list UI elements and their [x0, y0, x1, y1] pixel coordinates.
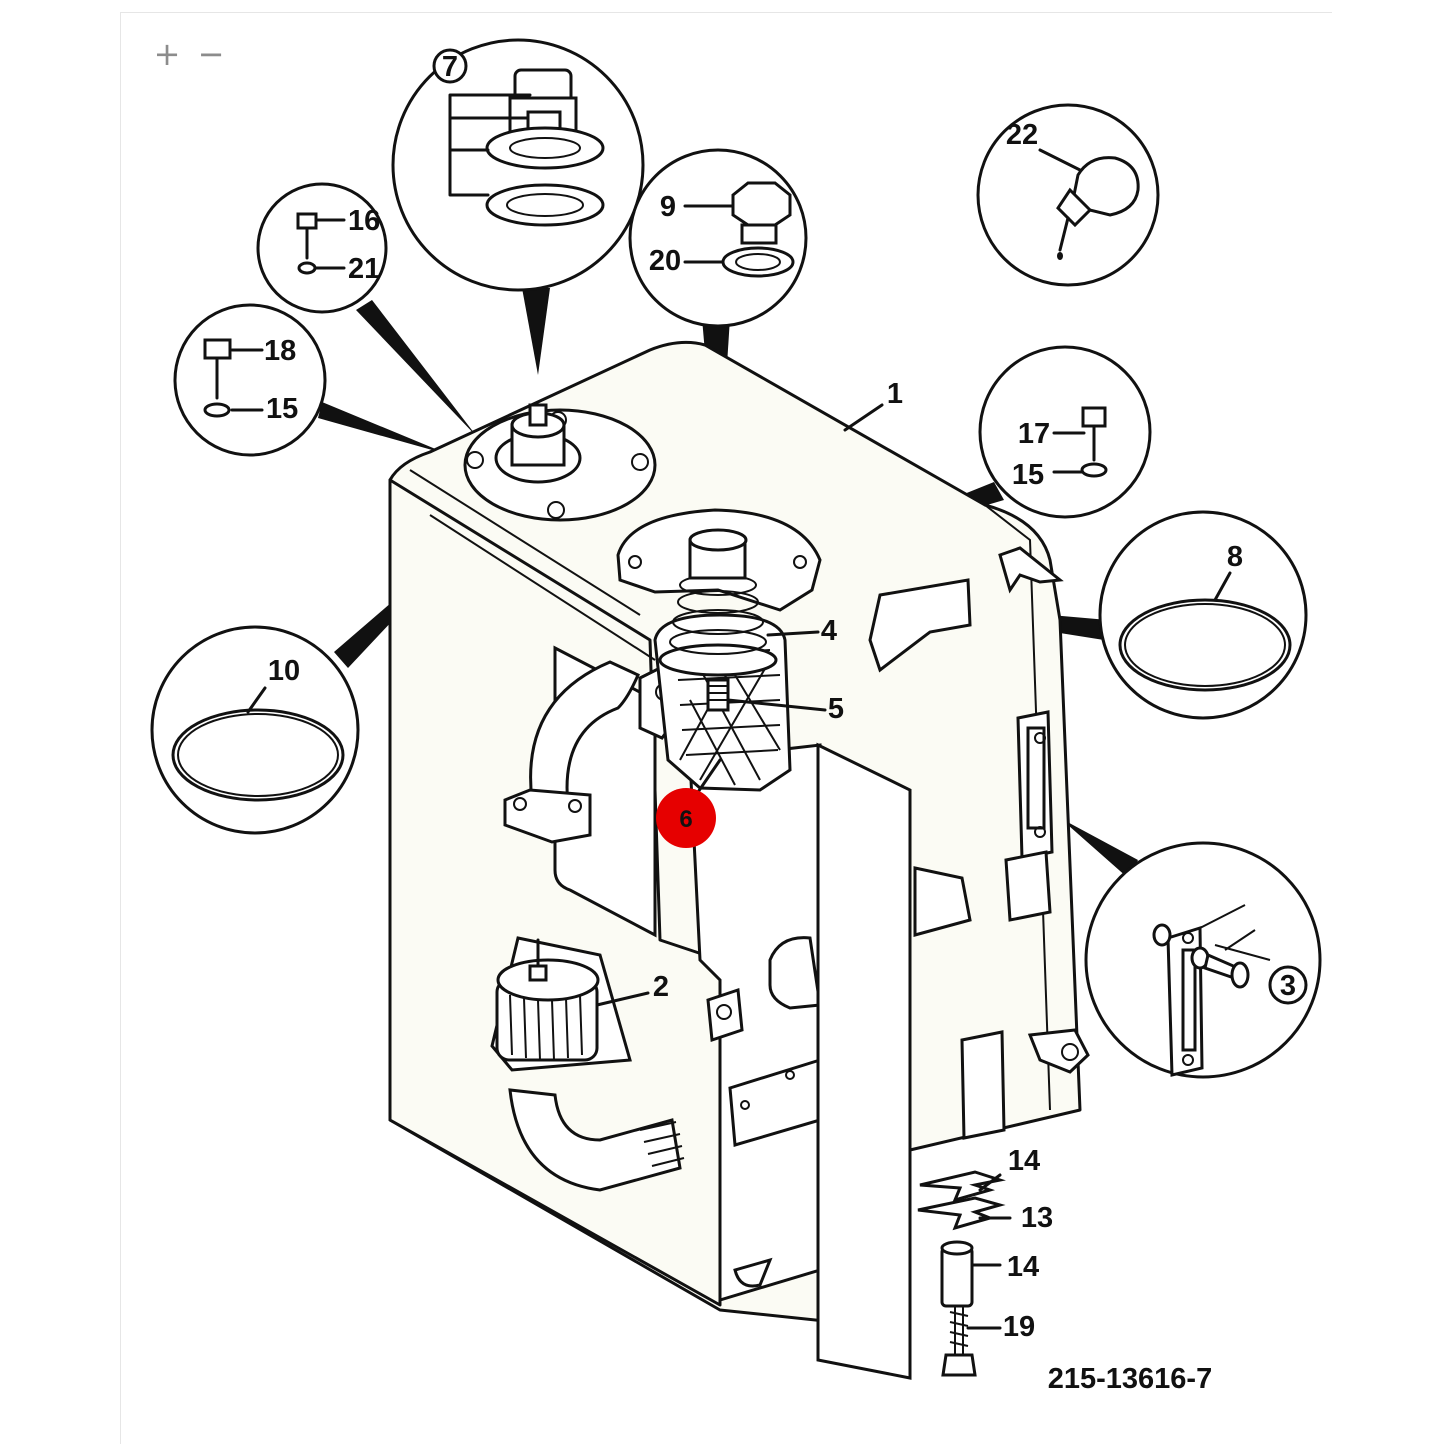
label-22[interactable]: 22 — [1006, 119, 1038, 151]
detail-9-20 — [628, 148, 808, 328]
detail-17-15 — [978, 345, 1152, 519]
label-17[interactable]: 17 — [1018, 418, 1050, 450]
zoom-in-button[interactable]: + — [150, 34, 184, 74]
label-10[interactable]: 10 — [268, 655, 300, 687]
label-7[interactable]: 7 — [442, 51, 458, 83]
drawing-code: 215-13616-7 — [1048, 1363, 1212, 1395]
zoom-out-button[interactable]: − — [194, 34, 228, 74]
detail-7 — [391, 38, 645, 292]
detail-3 — [1084, 841, 1322, 1079]
strainer — [490, 936, 632, 1072]
label-5[interactable]: 5 — [828, 693, 844, 725]
label-16[interactable]: 16 — [348, 205, 380, 237]
label-12[interactable]: 13 — [1021, 1202, 1053, 1234]
label-14[interactable]: 14 — [1007, 1251, 1039, 1283]
diagram-frame — [120, 12, 1332, 1444]
label-2[interactable]: 2 — [653, 971, 669, 1003]
label-18[interactable]: 18 — [264, 335, 296, 367]
label-3[interactable]: 3 — [1280, 970, 1296, 1002]
label-15a[interactable]: 15 — [266, 393, 298, 425]
label-1[interactable]: 1 — [887, 378, 903, 410]
shims-and-posts — [917, 1170, 1012, 1377]
label-19[interactable]: 19 — [1003, 1311, 1035, 1343]
detail-22 — [976, 103, 1160, 287]
detail-10 — [150, 625, 360, 835]
label-13[interactable]: 14 — [1008, 1145, 1040, 1177]
part-leaders — [595, 403, 884, 1007]
label-20[interactable]: 20 — [649, 245, 681, 277]
label-9[interactable]: 9 — [660, 191, 676, 223]
callout-labels: 7 16 21 18 15 10 9 20 22 1 17 15 8 4 5 2… — [264, 51, 1296, 1395]
detail-8 — [1098, 510, 1308, 720]
filter-head — [616, 508, 822, 792]
detail-18-15 — [173, 303, 327, 457]
highlight-marker[interactable] — [656, 788, 716, 848]
top-cover-plate — [463, 403, 657, 522]
label-15b[interactable]: 15 — [1012, 459, 1044, 491]
label-6-highlight[interactable]: 6 — [679, 806, 692, 833]
label-21[interactable]: 21 — [348, 253, 380, 285]
front-bar — [816, 742, 912, 1380]
suction-pipe — [503, 660, 640, 844]
label-4[interactable]: 4 — [821, 615, 837, 647]
detail-16-21 — [256, 182, 388, 314]
label-8[interactable]: 8 — [1227, 541, 1243, 573]
